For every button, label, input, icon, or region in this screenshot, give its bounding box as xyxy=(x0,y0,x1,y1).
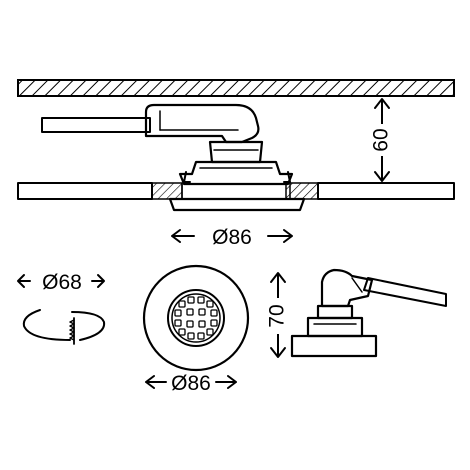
installed-spot-section xyxy=(41,103,306,212)
dimension-cutout-86-label: Ø86 xyxy=(212,226,252,249)
dimension-70-label: 70 xyxy=(266,304,289,327)
dimension-front-86: Ø86 xyxy=(145,372,237,395)
dimension-60-label: 60 xyxy=(370,128,393,151)
ceiling-board xyxy=(17,182,455,200)
led-array-icon xyxy=(174,296,218,340)
ceiling-slab xyxy=(17,79,455,97)
dimension-hole-68-label: Ø68 xyxy=(42,271,82,294)
dimension-front-86-label: Ø86 xyxy=(171,372,211,395)
dimension-cutout-86: Ø86 xyxy=(171,226,293,249)
spot-side-view xyxy=(290,268,447,358)
dimension-70: 70 xyxy=(262,272,296,358)
cutout-hole-drawing xyxy=(22,309,106,345)
dimension-60: 60 xyxy=(364,98,400,182)
spot-front-view xyxy=(142,264,250,372)
dimension-hole-68: Ø68 xyxy=(17,271,105,294)
